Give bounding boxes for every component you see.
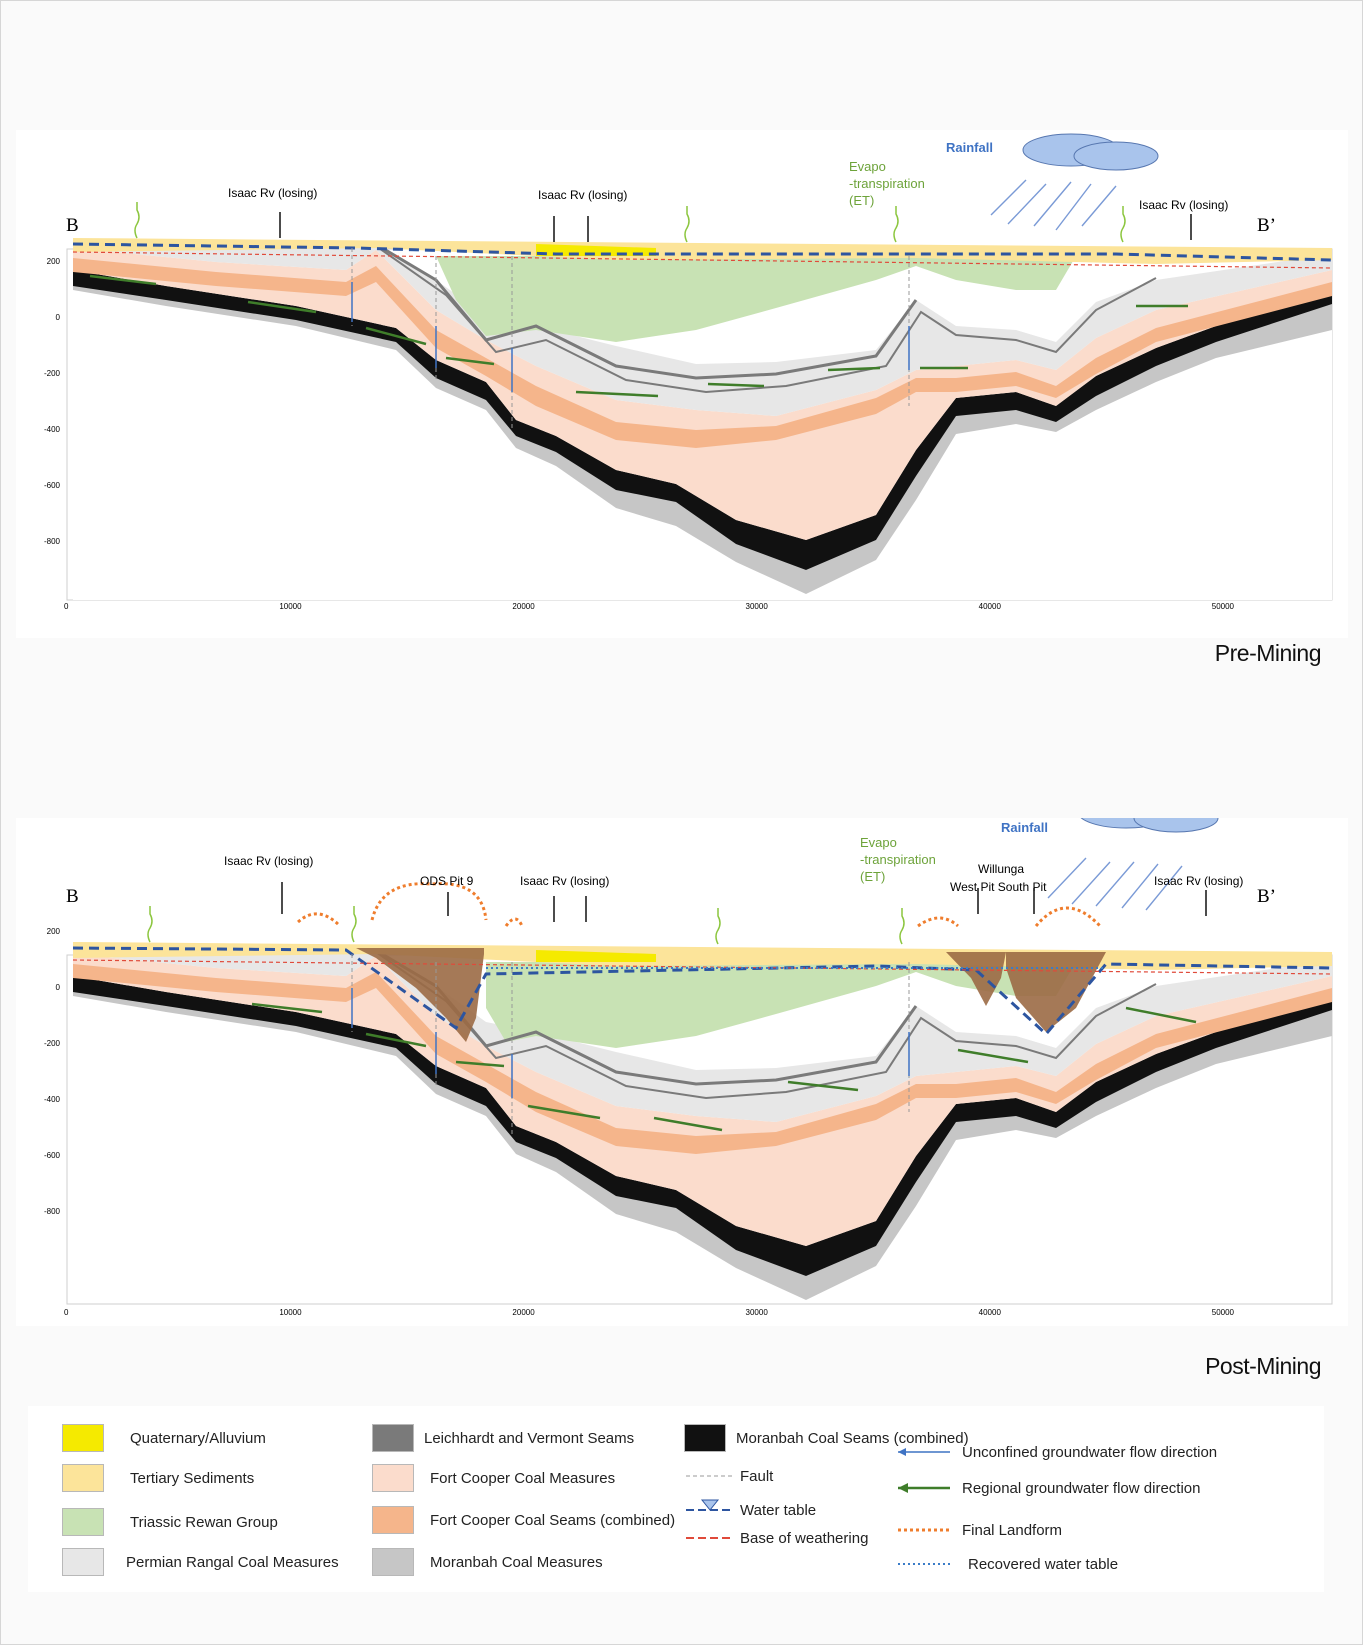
legend-label: Base of weathering xyxy=(740,1530,869,1547)
legend-label: Quaternary/Alluvium xyxy=(130,1430,266,1447)
cloud-icon xyxy=(1073,141,1159,171)
water-table-line xyxy=(72,242,1333,262)
legend-label: Recovered water table xyxy=(968,1556,1119,1573)
et-label: Evapo-transpiration(ET) xyxy=(860,835,936,884)
fort-cooper-seams-band xyxy=(73,258,1332,448)
legend-label: Fault xyxy=(740,1468,774,1485)
final-landform xyxy=(296,882,1102,928)
fort-cooper-band xyxy=(73,954,1332,1246)
rainfall-label: Rainfall xyxy=(1001,820,1048,835)
et-arrows xyxy=(147,906,905,945)
legend-swatch xyxy=(62,1464,104,1492)
section-start-label: B xyxy=(66,215,79,236)
legend-label: Final Landform xyxy=(962,1522,1063,1539)
fort-cooper-seams-band xyxy=(73,964,1332,1154)
legend-label: Permian Rangal Coal Measures xyxy=(126,1554,339,1571)
legend-label: Fort Cooper Coal Seams (combined) xyxy=(430,1512,676,1529)
river-label: Isaac Rv (losing) xyxy=(1139,198,1229,212)
rewan-band xyxy=(436,256,1076,342)
et-label: Evapo-transpiration(ET) xyxy=(849,159,925,208)
vertical-flow-arrows xyxy=(351,988,910,1098)
legend-swatch xyxy=(372,1506,414,1534)
section-end-label: B’ xyxy=(1257,215,1276,236)
moranbah-seams-band xyxy=(73,976,1332,1276)
regional-flow-arrows xyxy=(251,1002,1197,1132)
legend-label: Tertiary Sediments xyxy=(130,1470,255,1487)
leichhardt-seam-line xyxy=(371,240,918,380)
rainfall-label: Rainfall xyxy=(946,140,993,155)
legend-label: Unconfined groundwater flow direction xyxy=(962,1444,1218,1461)
fort-cooper-band xyxy=(73,248,1332,540)
vermont-seam-line xyxy=(375,951,1157,1100)
legend-label: Leichhardt and Vermont Seams xyxy=(424,1430,635,1447)
legend-swatch xyxy=(684,1424,726,1452)
et-arrows xyxy=(134,202,1126,243)
pit-label: ODS Pit 9 xyxy=(420,874,474,888)
river-label: Isaac Rv (losing) xyxy=(538,188,628,202)
legend-swatch xyxy=(62,1548,104,1576)
cloud-icon xyxy=(1133,818,1219,833)
moranbah-measures-band xyxy=(73,280,1332,594)
pit-label: Willunga xyxy=(978,862,1025,876)
legend: Quaternary/Alluvium Tertiary Sediments T… xyxy=(28,1406,1324,1592)
pre-mining-cross-section: B B’ Rainfall Evapo-transpiration(ET) Is… xyxy=(16,130,1348,638)
rain-lines xyxy=(1047,857,1183,911)
regional-flow-arrows xyxy=(89,274,1188,398)
vertical-flow-arrows xyxy=(351,282,910,392)
river-arrows xyxy=(281,882,1207,922)
post-mining-cross-section: B B’ Rainfall Evapo-transpiration(ET) Is… xyxy=(16,818,1348,1326)
moranbah-measures-band xyxy=(73,986,1332,1300)
legend-swatch xyxy=(62,1508,104,1536)
legend-label: Triassic Rewan Group xyxy=(130,1514,278,1531)
tertiary-band xyxy=(73,238,1332,264)
legend-label: Water table xyxy=(740,1502,817,1519)
river-arrows xyxy=(279,212,1192,242)
legend-label: Moranbah Coal Seams (combined) xyxy=(736,1430,969,1447)
river-label: Isaac Rv (losing) xyxy=(224,854,314,868)
legend-swatch xyxy=(372,1424,414,1452)
pre-mining-caption: Pre-Mining xyxy=(1214,640,1322,666)
post-mining-caption: Post-Mining xyxy=(1205,1353,1321,1379)
rain-lines xyxy=(990,179,1117,231)
legend-label: Regional groundwater flow direction xyxy=(962,1480,1201,1497)
south-pit xyxy=(1006,952,1106,1032)
section-end-label: B’ xyxy=(1257,886,1276,907)
pit-label: West Pit South Pit xyxy=(950,880,1047,894)
quaternary-band xyxy=(536,950,656,962)
river-label: Isaac Rv (losing) xyxy=(1154,874,1244,888)
legend-swatch xyxy=(372,1548,414,1576)
river-label: Isaac Rv (losing) xyxy=(228,186,318,200)
legend-label: Moranbah Coal Measures xyxy=(430,1554,603,1571)
moranbah-measures xyxy=(73,285,1332,600)
rewan-band xyxy=(486,962,1076,1048)
section-start-label: B xyxy=(66,886,79,907)
river-label: Isaac Rv (losing) xyxy=(520,874,610,888)
moranbah-seams-band xyxy=(73,270,1332,570)
west-pit xyxy=(946,952,1006,1006)
legend-label: Fort Cooper Coal Measures xyxy=(430,1470,616,1487)
legend-swatch xyxy=(62,1424,104,1452)
legend-swatch xyxy=(372,1464,414,1492)
legend-arrow-symbols xyxy=(898,1448,950,1565)
vermont-seam-line xyxy=(375,245,1157,394)
ods-pit xyxy=(356,948,484,1042)
legend-line-symbols xyxy=(686,1475,734,1539)
